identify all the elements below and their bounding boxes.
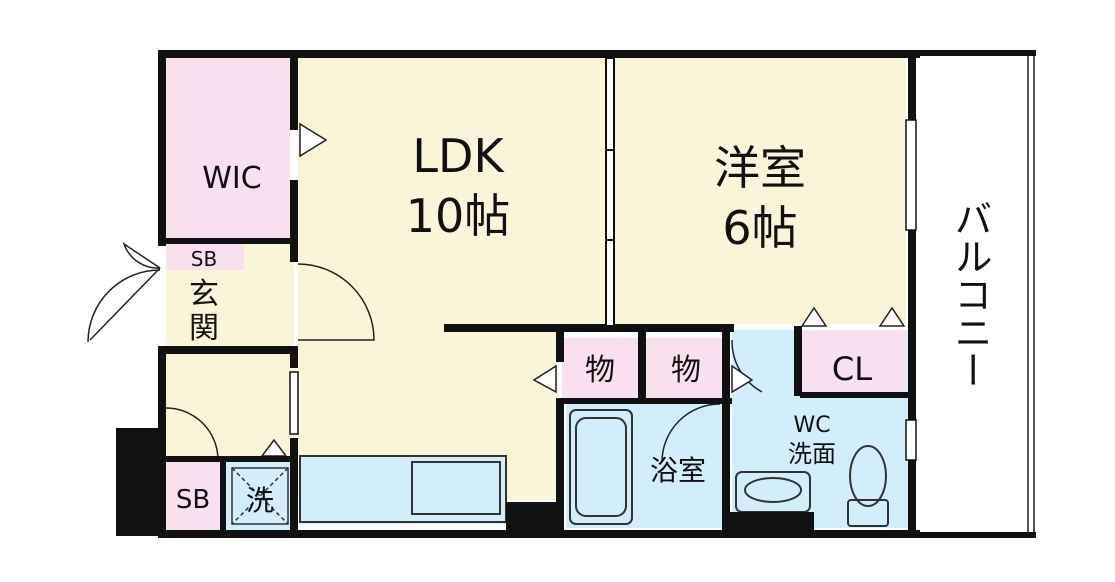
western-room-floor — [612, 58, 906, 324]
entrance-sb-label: SB — [191, 247, 217, 271]
storage-2-floor — [646, 338, 724, 398]
storage-2-label: 物 — [671, 353, 701, 388]
sb-lower-floor — [166, 462, 220, 530]
windows — [289, 119, 917, 461]
ldk-label: LDK — [412, 129, 505, 183]
door-swings — [87, 242, 763, 463]
entrance-sb-floor — [166, 244, 244, 270]
western-room-size-label: 6帖 — [722, 201, 797, 255]
kitchen-floor — [300, 456, 506, 524]
closet-label: CL — [832, 350, 872, 388]
door-markers — [260, 122, 906, 457]
western-room-label: 洋室 — [714, 141, 806, 195]
bath-floor — [566, 404, 722, 528]
wc-label: WC — [793, 413, 830, 438]
entrance-label-1: 玄 — [189, 277, 219, 312]
toilet — [847, 445, 889, 527]
balcony-rail — [1027, 56, 1035, 532]
walls — [116, 50, 1036, 538]
sliding-partition — [605, 57, 615, 327]
storage-1-floor — [562, 338, 638, 398]
washroom-label: 洗面 — [788, 440, 836, 468]
entrance-label-2: 関 — [189, 311, 219, 346]
closet-floor — [800, 330, 906, 394]
kitchen-counter — [299, 455, 507, 523]
balcony-label: バルコニー — [948, 199, 992, 389]
sb-lower-label: SB — [176, 485, 210, 515]
laundry-pan — [231, 467, 289, 525]
ldk-size-label: 10帖 — [406, 189, 511, 243]
wic-label: WIC — [202, 161, 261, 196]
wic-floor — [166, 58, 290, 238]
storage-1-label: 物 — [585, 353, 615, 388]
laundry-label: 洗 — [246, 484, 274, 517]
bath-label: 浴室 — [650, 454, 706, 487]
bathtub — [569, 409, 633, 525]
